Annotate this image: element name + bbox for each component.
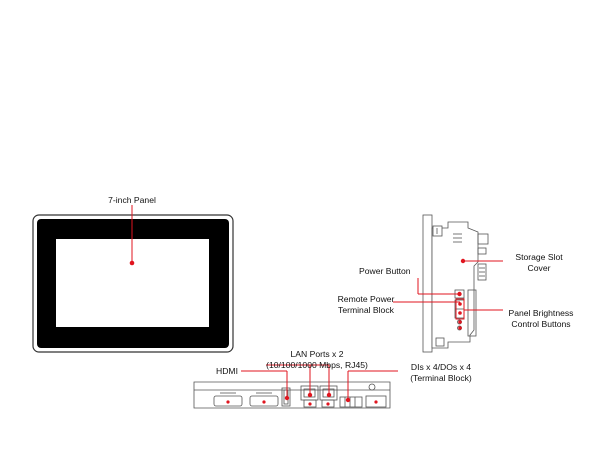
label-dio-line1: DIs x 4/DOs x 4: [410, 362, 472, 372]
io-callouts: [241, 364, 398, 400]
remote-power-dot-1: [458, 302, 462, 306]
label-lan: LAN Ports x 2 (10/100/1000 Mbps, RJ45): [262, 349, 372, 370]
hdmi-dot: [284, 395, 290, 401]
label-storage-slot: Storage Slot Cover: [503, 252, 575, 273]
brightness-dot-2: [458, 326, 462, 330]
label-brightness-line1: Panel Brightness: [508, 308, 574, 318]
io-panel-view: [193, 381, 391, 409]
serial-dot-1: [226, 400, 230, 404]
label-lan-line2: (10/100/1000 Mbps, RJ45): [266, 359, 368, 370]
label-brightness: Panel Brightness Control Buttons: [503, 308, 579, 329]
side-view: [422, 214, 489, 353]
label-lan-line1: LAN Ports x 2: [290, 349, 344, 359]
power-button-dot: [457, 291, 462, 297]
lan-holder-dot-1: [308, 402, 312, 406]
lan-dot-1: [307, 392, 313, 398]
lan-holder-dot-2: [326, 402, 330, 406]
label-brightness-line2: Control Buttons: [511, 318, 571, 329]
label-remote-power-line2: Terminal Block: [338, 304, 394, 315]
lan-dot-2: [326, 392, 332, 398]
label-power-button: Power Button: [359, 266, 411, 276]
dio-dot: [345, 397, 351, 403]
right-connector-dot: [374, 400, 378, 404]
label-remote-power: Remote Power Terminal Block: [333, 294, 399, 315]
brightness-dot-1: [458, 320, 462, 324]
label-hdmi: HDMI: [216, 366, 238, 376]
front-panel-view: [32, 205, 234, 353]
label-remote-power-line1: Remote Power: [337, 294, 395, 304]
label-7-inch-panel: 7-inch Panel: [108, 195, 156, 205]
storage-slot-dot: [460, 258, 466, 264]
serial-dot-2: [262, 400, 266, 404]
label-dio: DIs x 4/DOs x 4 (Terminal Block): [400, 362, 482, 383]
side-view-callouts: [393, 260, 503, 320]
panel-callout-dot: [129, 260, 135, 266]
label-storage-slot-line2: Cover: [527, 262, 551, 273]
label-storage-slot-line1: Storage Slot: [515, 252, 563, 262]
remote-power-dot-2: [458, 311, 462, 315]
label-dio-line2: (Terminal Block): [410, 372, 472, 383]
